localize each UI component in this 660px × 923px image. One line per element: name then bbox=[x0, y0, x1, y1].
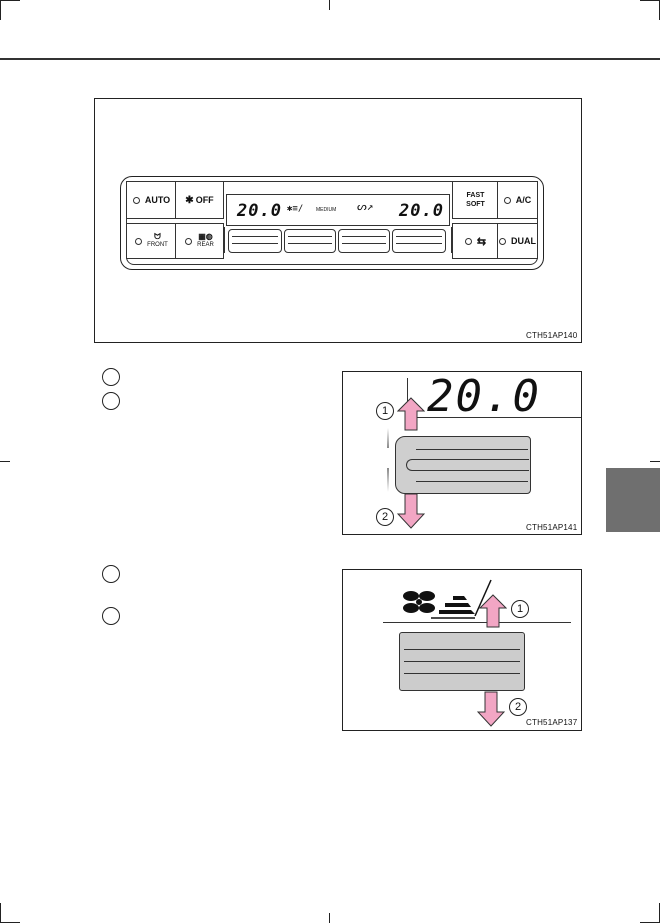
lever-bracket-right bbox=[448, 227, 452, 253]
temperature-readout: 20.0 bbox=[427, 371, 541, 422]
airflow-lever[interactable] bbox=[338, 229, 390, 253]
fast-label: FAST bbox=[466, 192, 485, 199]
soft-label: SOFT bbox=[466, 201, 485, 208]
passenger-temperature-lever[interactable] bbox=[392, 229, 446, 253]
callout-decrease: 2 bbox=[376, 508, 394, 526]
air-intake-icon: ᔕ↗ bbox=[357, 200, 374, 213]
rear-defogger-button[interactable]: ▦◍ REAR bbox=[175, 223, 224, 259]
callout-decrease: 2 bbox=[509, 698, 527, 716]
step-marker bbox=[102, 565, 120, 583]
crop-mark bbox=[0, 903, 1, 923]
led-indicator bbox=[503, 196, 511, 204]
rear-label: REAR bbox=[197, 242, 214, 248]
lever-track-down bbox=[387, 468, 389, 492]
ac-button[interactable]: A/C bbox=[497, 181, 538, 219]
fan-speed-icon: ✱≡/ bbox=[287, 204, 304, 214]
fan-mode-label: MEDIUM bbox=[316, 207, 337, 213]
display-frame-line bbox=[383, 622, 571, 623]
led-indicator bbox=[464, 237, 472, 245]
fan-speed-lever[interactable] bbox=[399, 632, 525, 691]
recirculation-button[interactable]: ⇆ bbox=[452, 223, 499, 259]
fan-off-button[interactable]: ✱ OFF bbox=[175, 181, 224, 219]
crop-mark bbox=[329, 913, 330, 923]
front-label: FRONT bbox=[147, 242, 168, 248]
lever-bracket-left bbox=[224, 227, 228, 253]
fan-speed-lever[interactable] bbox=[284, 229, 336, 253]
display-frame-line bbox=[407, 378, 408, 418]
led-indicator bbox=[135, 237, 143, 245]
crop-mark bbox=[0, 0, 1, 20]
front-defroster-icon: ᗢ bbox=[154, 232, 161, 241]
rear-defogger-icon: ▦◍ bbox=[198, 232, 213, 241]
climate-display: 20.0 ✱≡/ MEDIUM ᔕ↗ 20.0 bbox=[226, 194, 450, 226]
figure-code: CTH51AP137 bbox=[526, 718, 578, 727]
led-indicator bbox=[185, 237, 193, 245]
chapter-tab bbox=[606, 468, 660, 532]
crop-mark bbox=[650, 461, 660, 462]
callout-increase: 1 bbox=[511, 600, 529, 618]
arrow-up-icon bbox=[397, 397, 425, 431]
front-defroster-button[interactable]: ᗢ FRONT bbox=[126, 223, 177, 259]
display-frame-line bbox=[407, 417, 581, 418]
temperature-lever[interactable] bbox=[228, 229, 282, 253]
ac-label: A/C bbox=[515, 195, 532, 205]
step-marker bbox=[102, 392, 120, 410]
dual-button[interactable]: DUAL bbox=[497, 223, 538, 259]
arrow-up-icon bbox=[479, 594, 507, 628]
lever-track-up bbox=[387, 428, 389, 448]
temperature-lever[interactable] bbox=[395, 436, 531, 494]
driver-temp-display: 20.0 bbox=[237, 201, 282, 221]
figure-code: CTH51AP141 bbox=[526, 523, 578, 532]
fan-off-label: OFF bbox=[195, 195, 214, 205]
auto-label: AUTO bbox=[144, 195, 171, 205]
step-marker bbox=[102, 607, 120, 625]
figure-code: CTH51AP140 bbox=[526, 331, 578, 340]
crop-mark bbox=[0, 461, 10, 462]
fan-speed-icon bbox=[403, 579, 492, 619]
led-indicator bbox=[499, 237, 506, 245]
crop-mark bbox=[640, 0, 660, 1]
callout-increase: 1 bbox=[376, 402, 394, 420]
crop-mark bbox=[0, 0, 20, 1]
crop-mark bbox=[329, 0, 330, 10]
figure-fan-speed-adjust: 1 2 bbox=[342, 569, 582, 731]
recirculation-icon: ⇆ bbox=[476, 235, 487, 248]
header-rule bbox=[0, 58, 660, 60]
passenger-temp-display: 20.0 bbox=[399, 201, 444, 221]
arrow-down-icon bbox=[477, 691, 505, 727]
arrow-down-icon bbox=[397, 493, 425, 529]
dual-label: DUAL bbox=[511, 236, 536, 246]
fan-icon: ✱ bbox=[185, 194, 194, 206]
step-marker bbox=[102, 368, 120, 386]
fast-soft-button[interactable]: FAST SOFT bbox=[452, 181, 499, 219]
auto-button[interactable]: AUTO bbox=[126, 181, 177, 219]
led-indicator bbox=[132, 196, 140, 204]
figure-temperature-adjust: 20.0 1 2 bbox=[342, 371, 582, 535]
